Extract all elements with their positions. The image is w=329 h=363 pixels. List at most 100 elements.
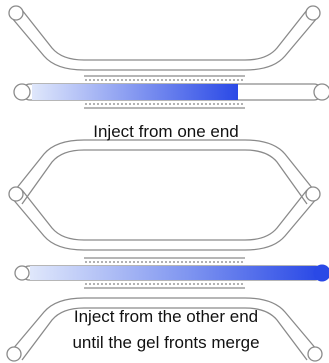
top-left-inlet-port bbox=[13, 83, 31, 101]
post-lower bbox=[189, 283, 191, 285]
post-lower bbox=[153, 103, 155, 105]
post-lower bbox=[185, 283, 187, 285]
top-upper-left-branch-inner bbox=[11, 17, 318, 71]
post-upper bbox=[189, 261, 191, 263]
post-upper bbox=[161, 261, 163, 263]
post-upper bbox=[181, 79, 183, 81]
post-lower bbox=[209, 283, 211, 285]
post-upper bbox=[105, 79, 107, 81]
post-lower bbox=[189, 103, 191, 105]
post-lower bbox=[201, 103, 203, 105]
post-lower bbox=[237, 283, 239, 285]
post-lower bbox=[113, 103, 115, 105]
post-upper bbox=[157, 261, 159, 263]
post-upper bbox=[113, 261, 115, 263]
post-upper bbox=[141, 79, 143, 81]
bottom-lower-left-port bbox=[6, 346, 22, 362]
post-lower bbox=[225, 103, 227, 105]
post-upper bbox=[97, 261, 99, 263]
post-upper bbox=[157, 79, 159, 81]
post-upper bbox=[129, 261, 131, 263]
top-upper-left-port bbox=[8, 5, 24, 21]
post-lower bbox=[125, 103, 127, 105]
post-upper bbox=[105, 261, 107, 263]
post-upper bbox=[221, 261, 223, 263]
post-upper bbox=[101, 261, 103, 263]
post-lower bbox=[149, 103, 151, 105]
post-upper bbox=[165, 79, 167, 81]
post-upper bbox=[237, 79, 239, 81]
post-lower bbox=[205, 103, 207, 105]
post-upper bbox=[193, 79, 195, 81]
post-lower bbox=[229, 103, 231, 105]
post-lower bbox=[149, 283, 151, 285]
post-upper bbox=[177, 261, 179, 263]
panel-bottom: Inject from the other end until the gel … bbox=[6, 186, 329, 362]
post-upper bbox=[185, 79, 187, 81]
post-lower bbox=[137, 103, 139, 105]
post-lower bbox=[161, 283, 163, 285]
post-upper bbox=[189, 79, 191, 81]
caption-top-line-1: Inject from one end bbox=[93, 122, 239, 141]
post-lower bbox=[125, 283, 127, 285]
post-upper bbox=[153, 261, 155, 263]
post-upper bbox=[113, 79, 115, 81]
post-upper bbox=[161, 79, 163, 81]
bottom-upper-branch-outer bbox=[21, 189, 308, 241]
post-lower bbox=[113, 283, 115, 285]
post-upper bbox=[241, 261, 243, 263]
post-lower bbox=[97, 103, 99, 105]
post-lower bbox=[105, 103, 107, 105]
post-lower bbox=[197, 283, 199, 285]
post-lower bbox=[97, 283, 99, 285]
post-lower bbox=[169, 283, 171, 285]
post-lower bbox=[181, 283, 183, 285]
post-lower bbox=[89, 103, 91, 105]
post-upper bbox=[201, 79, 203, 81]
post-upper bbox=[125, 261, 127, 263]
post-upper bbox=[225, 79, 227, 81]
post-upper bbox=[221, 79, 223, 81]
post-lower bbox=[177, 283, 179, 285]
post-upper bbox=[97, 79, 99, 81]
top-post-array bbox=[85, 79, 243, 105]
post-lower bbox=[157, 283, 159, 285]
bottom-left-inlet-port bbox=[14, 265, 30, 281]
post-lower bbox=[201, 283, 203, 285]
post-lower bbox=[165, 103, 167, 105]
post-lower bbox=[141, 283, 143, 285]
post-upper bbox=[137, 261, 139, 263]
post-upper bbox=[149, 261, 151, 263]
post-lower bbox=[157, 103, 159, 105]
post-upper bbox=[133, 79, 135, 81]
post-upper bbox=[85, 79, 87, 81]
post-upper bbox=[165, 261, 167, 263]
post-upper bbox=[217, 79, 219, 81]
post-lower bbox=[205, 283, 207, 285]
post-upper bbox=[169, 79, 171, 81]
post-upper bbox=[173, 79, 175, 81]
post-lower bbox=[241, 103, 243, 105]
post-upper bbox=[89, 261, 91, 263]
post-lower bbox=[85, 103, 87, 105]
post-upper bbox=[197, 79, 199, 81]
post-lower bbox=[221, 283, 223, 285]
post-upper bbox=[93, 261, 95, 263]
post-lower bbox=[165, 283, 167, 285]
post-lower bbox=[133, 283, 135, 285]
post-upper bbox=[89, 79, 91, 81]
post-upper bbox=[229, 79, 231, 81]
post-upper bbox=[177, 79, 179, 81]
top-upper-right-port bbox=[305, 5, 321, 21]
post-upper bbox=[169, 261, 171, 263]
post-upper bbox=[217, 261, 219, 263]
post-upper bbox=[121, 261, 123, 263]
post-lower bbox=[133, 103, 135, 105]
post-lower bbox=[93, 103, 95, 105]
post-upper bbox=[201, 261, 203, 263]
top-upper-left-branch bbox=[21, 9, 308, 61]
post-lower bbox=[225, 283, 227, 285]
caption-bottom-line-1: Inject from the other end bbox=[74, 307, 258, 326]
post-upper bbox=[241, 79, 243, 81]
